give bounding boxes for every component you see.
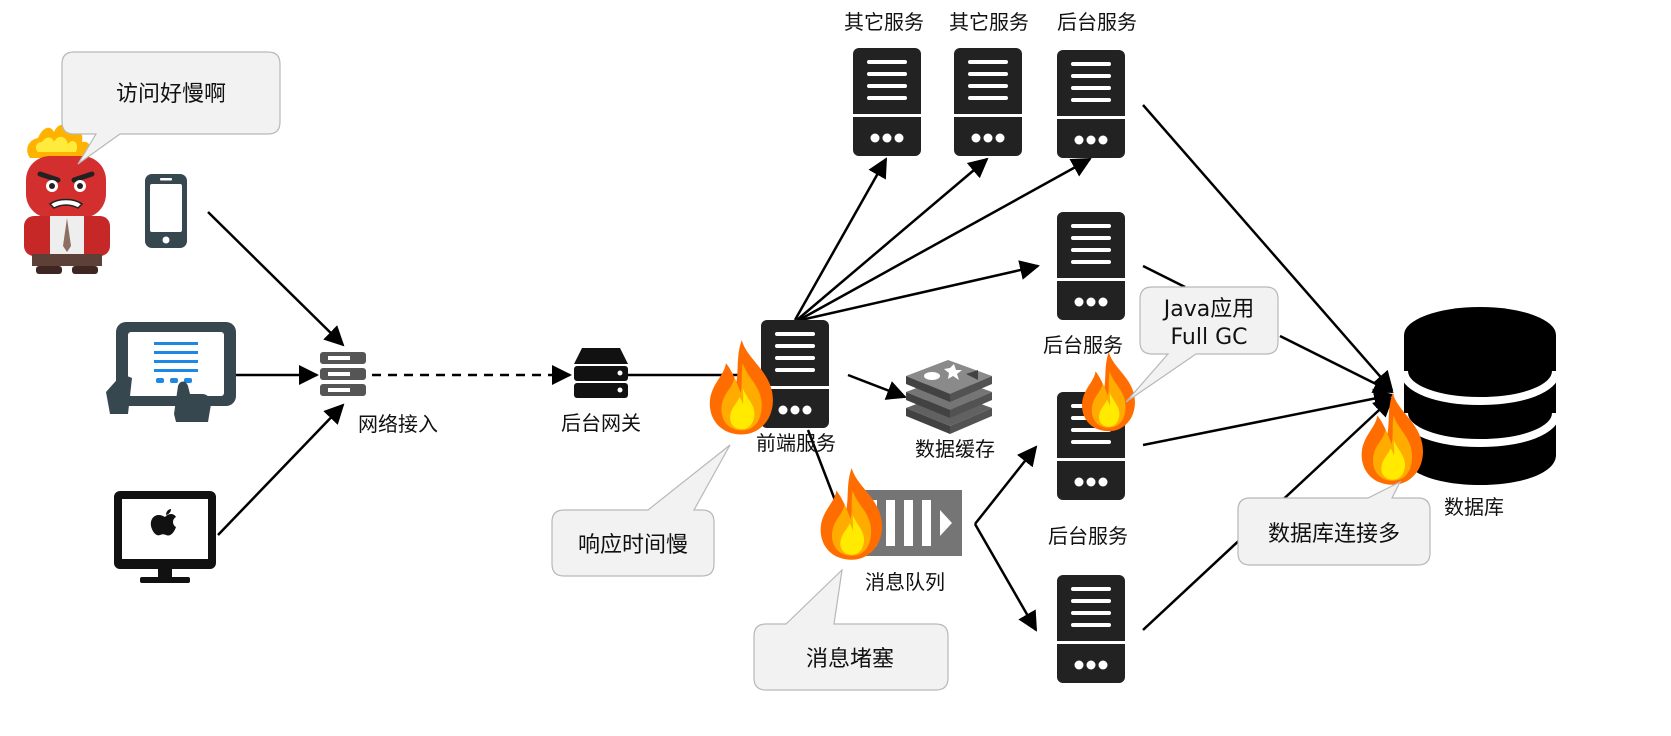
edge-queue-backend-4 — [973, 523, 1038, 632]
edge-backend-top-db — [1142, 104, 1394, 392]
backend-service-top-server-icon — [1057, 50, 1125, 158]
edge-frontend-backend-top — [798, 157, 1092, 322]
backend-gc-fire-icon — [1081, 352, 1135, 432]
edge-frontend-queue — [806, 429, 840, 509]
edge-backend-3-db — [1142, 388, 1394, 447]
edge-frontend-other1 — [793, 157, 888, 321]
data-cache-label: 数据缓存 — [915, 437, 995, 461]
other-service-1-label: 其它服务 — [844, 10, 924, 34]
database-label: 数据库 — [1444, 495, 1504, 519]
backend-service-low-label: 后台服务 — [1048, 524, 1128, 548]
edge-queue-backend-3 — [974, 445, 1038, 525]
database-icon — [1400, 307, 1560, 485]
bubble-java-line1: Java应用 — [1162, 297, 1254, 322]
phone-icon — [145, 174, 187, 248]
bubble-java-line2: Full GC — [1170, 325, 1247, 350]
backend-service-4-server-icon — [1057, 575, 1125, 683]
gateway-server-icon — [574, 348, 628, 398]
bubble-java-full-gc: Java应用 Full GC — [1125, 286, 1279, 403]
edge-frontend-backend-2 — [800, 260, 1040, 322]
edge-desktop-router — [217, 403, 345, 536]
bubble-response-slow-text: 响应时间慢 — [578, 533, 688, 558]
backend-service-top-label: 后台服务 — [1057, 10, 1137, 34]
bubble-response-slow: 响应时间慢 — [551, 444, 731, 577]
edge-backend-2-db-b — [1279, 334, 1394, 394]
bubble-db-connections: 数据库连接多 — [1237, 480, 1431, 566]
message-queue-label: 消息队列 — [865, 570, 945, 594]
bubble-message-blocked: 消息堵塞 — [753, 568, 949, 691]
backend-service-2-server-icon — [1057, 212, 1125, 320]
backend-gateway-label: 后台网关 — [561, 411, 641, 435]
bubble-message-blocked-text: 消息堵塞 — [806, 647, 894, 672]
other-service-2-server-icon — [954, 48, 1022, 156]
tablet-icon — [106, 322, 236, 422]
edge-phone-router — [207, 211, 345, 347]
edge-backend-2-db — [1142, 264, 1186, 289]
edge-frontend-other2 — [796, 157, 989, 321]
frontend-service-label: 前端服务 — [756, 431, 836, 455]
bubble-user-complaint-text: 访问好慢啊 — [116, 82, 226, 107]
queue-fire-icon — [820, 468, 882, 560]
network-router-icon — [320, 352, 366, 396]
other-service-2-label: 其它服务 — [949, 10, 1029, 34]
redis-cache-icon — [906, 360, 992, 434]
backend-service-mid-label: 后台服务 — [1043, 333, 1123, 357]
bubble-db-connections-text: 数据库连接多 — [1268, 522, 1400, 547]
angry-character-icon — [24, 124, 110, 274]
other-service-1-server-icon — [853, 48, 921, 156]
network-access-label: 网络接入 — [358, 412, 438, 436]
apple-desktop-icon — [114, 491, 216, 583]
bubble-user-complaint: 访问好慢啊 — [61, 51, 281, 165]
edge-frontend-cache — [847, 373, 907, 400]
